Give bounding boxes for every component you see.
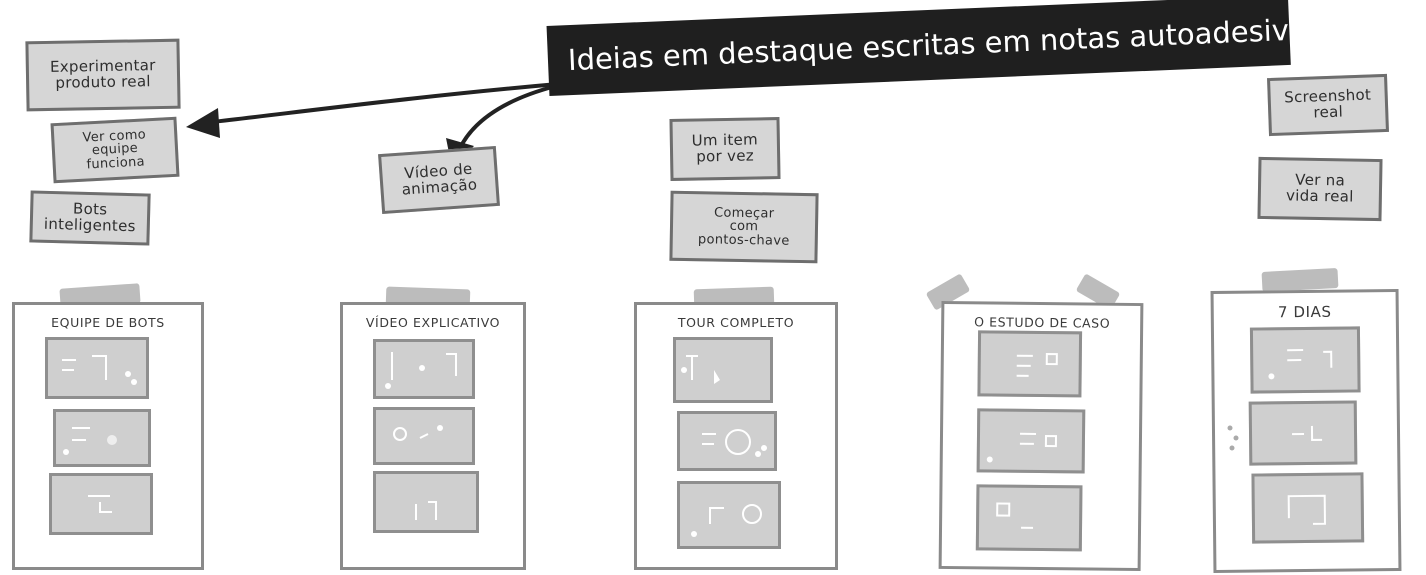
banner-text: Ideias em destaque escritas em notas aut… [567, 12, 1322, 78]
panel-title: EQUIPE DE BOTS [15, 315, 201, 330]
screenshot-placeholder [373, 471, 479, 533]
screenshot-placeholder [45, 337, 149, 399]
note-line: produto real [50, 74, 156, 92]
screenshot-placeholder [976, 484, 1083, 551]
screenshot-placeholder [673, 337, 773, 403]
screenshot-placeholder [373, 339, 475, 399]
panel-title: 7 DIAS [1214, 302, 1396, 322]
screenshot-placeholder [53, 409, 151, 467]
arrow-to-video-note [460, 86, 556, 148]
headline-banner: Ideias em destaque escritas em notas aut… [547, 0, 1291, 96]
note-um-item: Um item por vez [669, 117, 780, 181]
panel-title: TOUR COMPLETO [637, 315, 835, 330]
note-line: real [1285, 103, 1372, 122]
note-line: funciona [84, 155, 148, 172]
note-video: Vídeo de animação [378, 146, 500, 214]
screenshot-placeholder [373, 407, 475, 465]
note-vida-real: Ver na vida real [1257, 157, 1382, 221]
screenshot-placeholder [977, 408, 1086, 473]
note-comecar: Começar com pontos-chave [669, 191, 818, 264]
panel-title: O ESTUDO DE CASO [944, 314, 1140, 331]
storyboard-panel-estudo: O ESTUDO DE CASO [939, 301, 1144, 571]
screenshot-placeholder [1250, 326, 1361, 393]
panel-title: VÍDEO EXPLICATIVO [343, 315, 523, 330]
note-experimentar: Experimentar produto real [25, 39, 180, 112]
dots-decoration [1224, 420, 1254, 460]
screenshot-placeholder [677, 411, 777, 471]
storyboard-panel-equipe: EQUIPE DE BOTS [12, 302, 204, 570]
storyboard-panel-tour: TOUR COMPLETO [634, 302, 838, 570]
arrow-to-left-notes [212, 84, 558, 122]
note-screenshot: Screenshot real [1267, 74, 1389, 136]
screenshot-placeholder [1249, 400, 1358, 465]
note-line: pontos-chave [698, 233, 790, 248]
arrow-head-left [186, 108, 220, 138]
screenshot-placeholder [677, 481, 781, 549]
screenshot-placeholder [49, 473, 153, 535]
screenshot-placeholder [977, 330, 1082, 397]
tape [1262, 268, 1339, 292]
screenshot-placeholder [1251, 472, 1364, 543]
note-line: animação [401, 177, 478, 198]
note-line: por vez [692, 148, 759, 165]
note-line: vida real [1286, 188, 1354, 205]
storyboard-panel-video: VÍDEO EXPLICATIVO [340, 302, 526, 570]
note-line: inteligentes [44, 217, 136, 235]
note-equipe: Ver como equipe funciona [51, 117, 180, 184]
note-bots: Bots inteligentes [29, 190, 150, 245]
